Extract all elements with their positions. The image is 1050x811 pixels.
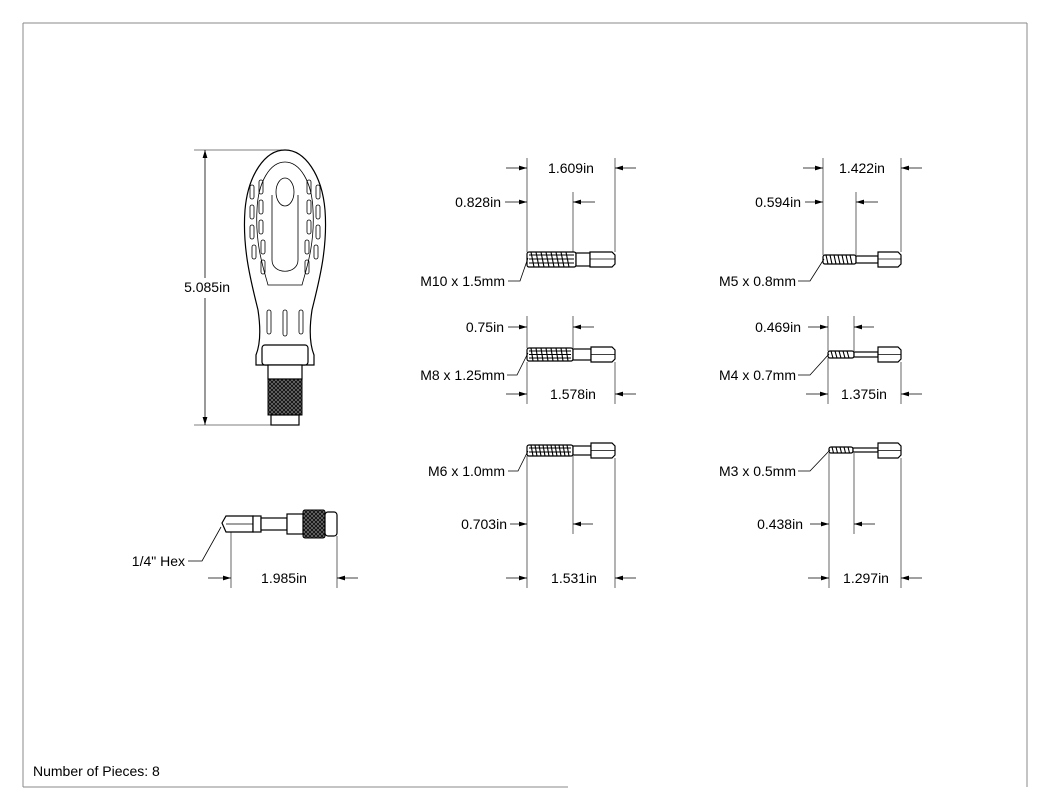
- bit-holder-callout: 1/4" Hex: [132, 526, 222, 569]
- tap-m5-thread: 0.594in: [755, 194, 801, 210]
- tap-m10-callout: M10 x 1.5mm: [420, 257, 529, 289]
- tap-m8-length: 1.578in: [550, 386, 596, 402]
- tap-m6-thread: 0.703in: [461, 516, 507, 532]
- tap-m4-size: M4 x 0.7mm: [719, 367, 796, 383]
- tap-m6-length-dimension: 1.531in: [506, 458, 636, 588]
- tap-m8-thread: 0.75in: [466, 319, 504, 335]
- tap-m10-length-dimension: 1.609in: [506, 158, 636, 252]
- tap-m10-thread-dimension: 0.828in: [455, 192, 595, 252]
- tap-m5-length-dimension: 1.422in: [803, 158, 922, 255]
- tap-m5-callout: M5 x 0.8mm: [719, 258, 825, 289]
- tap-m8-thread-dimension: 0.75in: [466, 316, 594, 348]
- handle-height-label: 5.085in: [184, 279, 230, 295]
- bit-holder-length-label: 1.985in: [261, 570, 307, 586]
- tap-m4-length: 1.375in: [841, 386, 887, 402]
- tap-m3-length-dimension: 1.297in: [808, 458, 922, 588]
- tap-m8: [526, 346, 616, 363]
- tap-m10-length: 1.609in: [548, 160, 594, 176]
- tap-m3-thread: 0.438in: [757, 516, 803, 532]
- tap-m4: [827, 346, 902, 363]
- tap-m3-thread-dimension: 0.438in: [757, 453, 875, 534]
- tap-m4-thread-dimension: 0.469in: [755, 316, 874, 351]
- tap-m3: [828, 442, 902, 459]
- tap-m6-thread-dimension: 0.703in: [461, 456, 593, 534]
- tap-m6-callout: M6 x 1.0mm: [428, 450, 529, 479]
- tap-m4-length-dimension: 1.375in: [806, 358, 922, 404]
- tap-m4-callout: M4 x 0.7mm: [719, 353, 830, 383]
- tap-m5-thread-dimension: 0.594in: [755, 192, 878, 255]
- handle-height-dimension: 5.085in: [184, 149, 282, 426]
- tap-m8-size: M8 x 1.25mm: [420, 367, 505, 383]
- tap-m10-size: M10 x 1.5mm: [420, 273, 505, 289]
- bit-holder-length-dimension: 1.985in: [208, 532, 358, 588]
- drawing-frame: [22, 22, 1028, 788]
- tap-m5: [822, 251, 902, 268]
- pieces-count-label: Number of Pieces: 8: [33, 763, 160, 779]
- tap-m3-length: 1.297in: [843, 570, 889, 586]
- bit-holder: [221, 509, 338, 539]
- tap-m3-size: M3 x 0.5mm: [719, 463, 796, 479]
- tap-m4-thread: 0.469in: [755, 319, 801, 335]
- screwdriver-handle: [243, 149, 327, 426]
- tap-m8-callout: M8 x 1.25mm: [420, 352, 529, 383]
- tap-m6-size: M6 x 1.0mm: [428, 463, 505, 479]
- tap-m10-thread: 0.828in: [455, 194, 501, 210]
- tap-m8-length-dimension: 1.578in: [506, 362, 636, 404]
- bit-holder-label: 1/4" Hex: [132, 553, 185, 569]
- tap-m3-callout: M3 x 0.5mm: [719, 449, 831, 479]
- tap-m6-length: 1.531in: [551, 570, 597, 586]
- handle-grip-slots: [249, 179, 321, 337]
- tap-m5-length: 1.422in: [839, 160, 885, 176]
- tap-m10: [526, 251, 616, 268]
- tap-m5-size: M5 x 0.8mm: [719, 273, 796, 289]
- tap-m6: [526, 442, 616, 459]
